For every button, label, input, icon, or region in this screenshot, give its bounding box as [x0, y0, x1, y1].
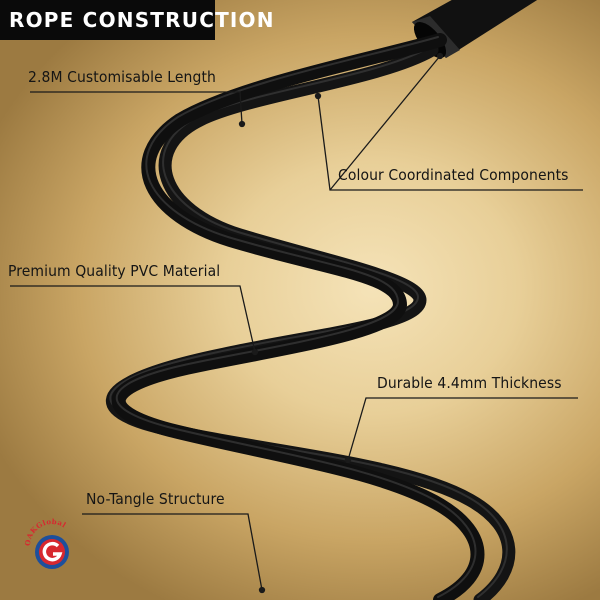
section-title: ROPE CONSTRUCTION: [0, 0, 274, 40]
callout-line-length: [30, 91, 243, 125]
feature-tangle-label: No-Tangle Structure: [86, 490, 225, 508]
callout-line-thickness: [347, 397, 578, 461]
feature-thickness-label: Durable 4.4mm Thickness: [377, 374, 562, 392]
brand-logo: OAKGlobal: [23, 517, 69, 569]
rope-strand-front: [111, 33, 485, 600]
feature-length-label: 2.8M Customisable Length: [28, 68, 216, 86]
callout-line-tangle: [82, 513, 263, 591]
feature-pvc-label: Premium Quality PVC Material: [8, 262, 221, 280]
feature-colour-label: Colour Coordinated Components: [338, 166, 569, 184]
callout-line-pvc: [10, 285, 256, 353]
callout-lines: [10, 52, 583, 594]
